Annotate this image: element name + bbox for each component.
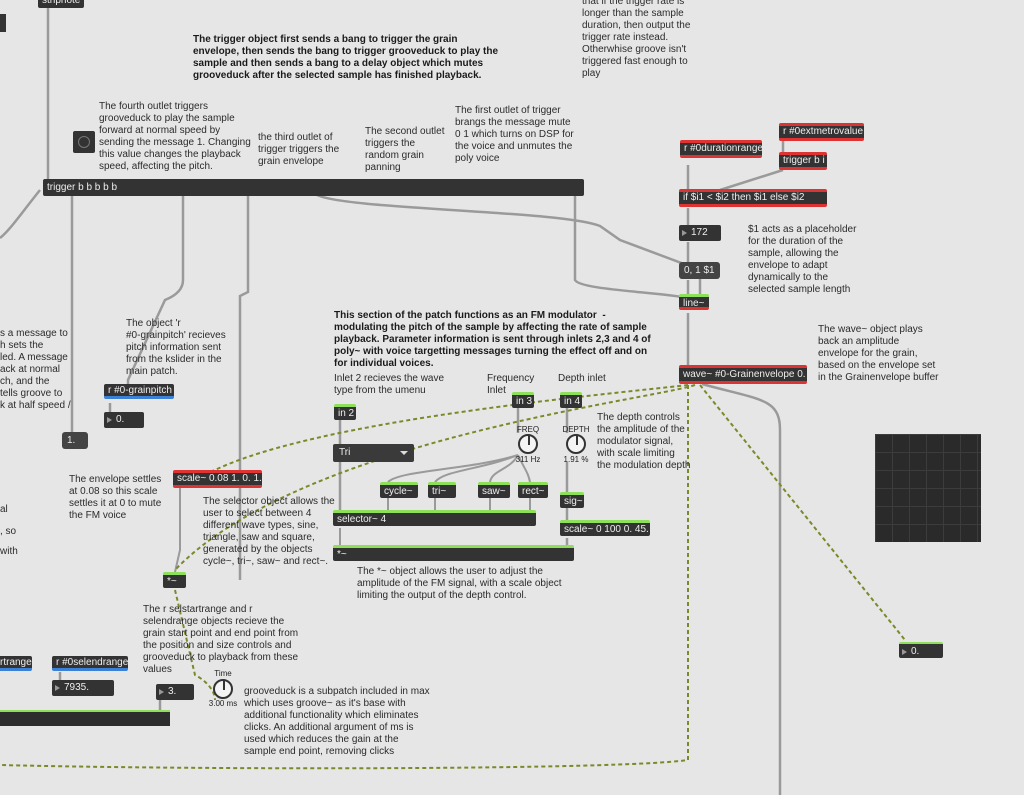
envelope-multislider[interactable] [875,434,981,542]
r-grainpitch-object[interactable]: r #0-grainpitch [104,384,174,399]
time-dial-value: 3.00 ms [208,699,238,708]
grainpitch-number-box[interactable]: 0. [104,412,144,428]
left-edge-fragment-1: al [0,504,8,515]
inlet-2-comment: Inlet 2 recieves the wave type from the … [334,373,445,396]
grooveduck-comment: grooveduck is a subpatch included in max… [244,686,430,757]
scale-envelope-object[interactable]: scale~ 0.08 1. 0. 1. [173,470,262,488]
left-edge-comment: s a message to h sets the led. A message… [0,328,71,411]
wave-type-umenu[interactable]: Tri [333,444,414,462]
wave-object[interactable]: wave~ #0-Grainenvelope 0. [679,365,807,384]
left-edge-fragment-3: with [0,546,18,557]
envelope-message-box[interactable]: 0, 1 $1 [679,262,720,279]
time-dial[interactable] [213,679,233,699]
selector-comment: The selector object allows the user to s… [203,496,335,567]
umenu-value: Tri [339,447,351,458]
frequency-inlet-comment: Frequency Inlet [487,373,535,396]
multiply-comment: The *~ object allows the user to adjust … [357,566,562,601]
inlet-2-object[interactable]: in 2 [334,404,356,420]
depth-dial[interactable] [566,434,586,454]
chevron-down-icon [400,451,408,455]
trigger-rate-comment: that if the trigger rate is longer than … [582,0,691,79]
envelope-settles-comment: The envelope settles at 0.08 so this sca… [69,474,162,521]
trigger-object[interactable]: trigger b b b b b [43,179,584,196]
if-expression-object[interactable]: if $i1 < $i2 then $i1 else $i2 [679,189,827,207]
tri-object[interactable]: tri~ [428,482,456,498]
cycle-object[interactable]: cycle~ [380,482,418,498]
stripnote-object[interactable]: stripnote [38,0,84,8]
fourth-outlet-comment: The fourth outlet triggers grooveduck to… [99,101,251,172]
wave-comment: The wave~ object plays back an amplitude… [818,324,939,383]
freq-dial[interactable] [518,434,538,454]
second-outlet-comment: The second outlet triggers the random gr… [365,126,445,173]
first-outlet-comment: The first outlet of trigger brangs the m… [455,105,574,164]
placeholder-comment: $1 acts as a placeholder for the duratio… [748,224,857,295]
signal-number-box: 0. [899,642,943,658]
speed-message-box[interactable]: 1. [62,432,88,449]
saw-object[interactable]: saw~ [478,482,510,498]
rect-object[interactable]: rect~ [518,482,548,498]
duration-number-box[interactable]: 172 [679,225,721,241]
trigger-bi-object[interactable]: trigger b i [779,152,827,170]
multiply-left-object[interactable]: *~ [163,572,186,588]
depth-dial-value: 1.91 % [563,455,589,464]
multiply-object[interactable]: *~ [333,545,574,561]
depth-dial-label: DEPTH [562,425,590,434]
grainpitch-comment: The object 'r #0-grainpitch' recieves pi… [126,318,226,377]
third-outlet-comment: the third outlet of trigger triggers the… [258,132,340,167]
r-extmetrovalue-object[interactable]: r #0extmetrovalue [779,123,864,141]
scale-depth-object[interactable]: scale~ 0 100 0. 45. [560,520,650,536]
fm-section-comment: This section of the patch functions as a… [334,310,651,369]
line-object[interactable]: line~ [679,294,709,310]
sig-object[interactable]: sig~ [560,492,584,508]
bang-button[interactable] [73,131,95,153]
r-selstartrange-object[interactable]: rtrange [0,656,32,671]
selector-object[interactable]: selector~ 4 [333,510,536,526]
time-dial-label: Time [214,669,232,678]
speed-number-box[interactable]: 3. [156,684,194,700]
inlet-3-object[interactable]: in 3 [512,392,534,408]
left-edge-object [0,14,6,32]
left-edge-fragment-2: , so [0,526,17,537]
r-selendrange-object[interactable]: r #0selendrange [52,656,128,671]
depth-inlet-comment: Depth inlet [558,373,606,384]
r-durationrange-object[interactable]: r #0durationrange [680,140,762,158]
depth-controls-comment: The depth controls the amplitude of the … [597,412,691,471]
trigger-description: The trigger object first sends a bang to… [193,34,499,81]
selend-number-box[interactable]: 7935. [52,680,114,696]
selstartrange-comment: The r selstartrange and r selendrange ob… [143,604,299,675]
grooveduck-object[interactable] [0,710,170,726]
freq-dial-label: FREQ [516,425,540,434]
freq-dial-value: 311 Hz [515,455,541,464]
inlet-4-object[interactable]: in 4 [560,392,582,408]
